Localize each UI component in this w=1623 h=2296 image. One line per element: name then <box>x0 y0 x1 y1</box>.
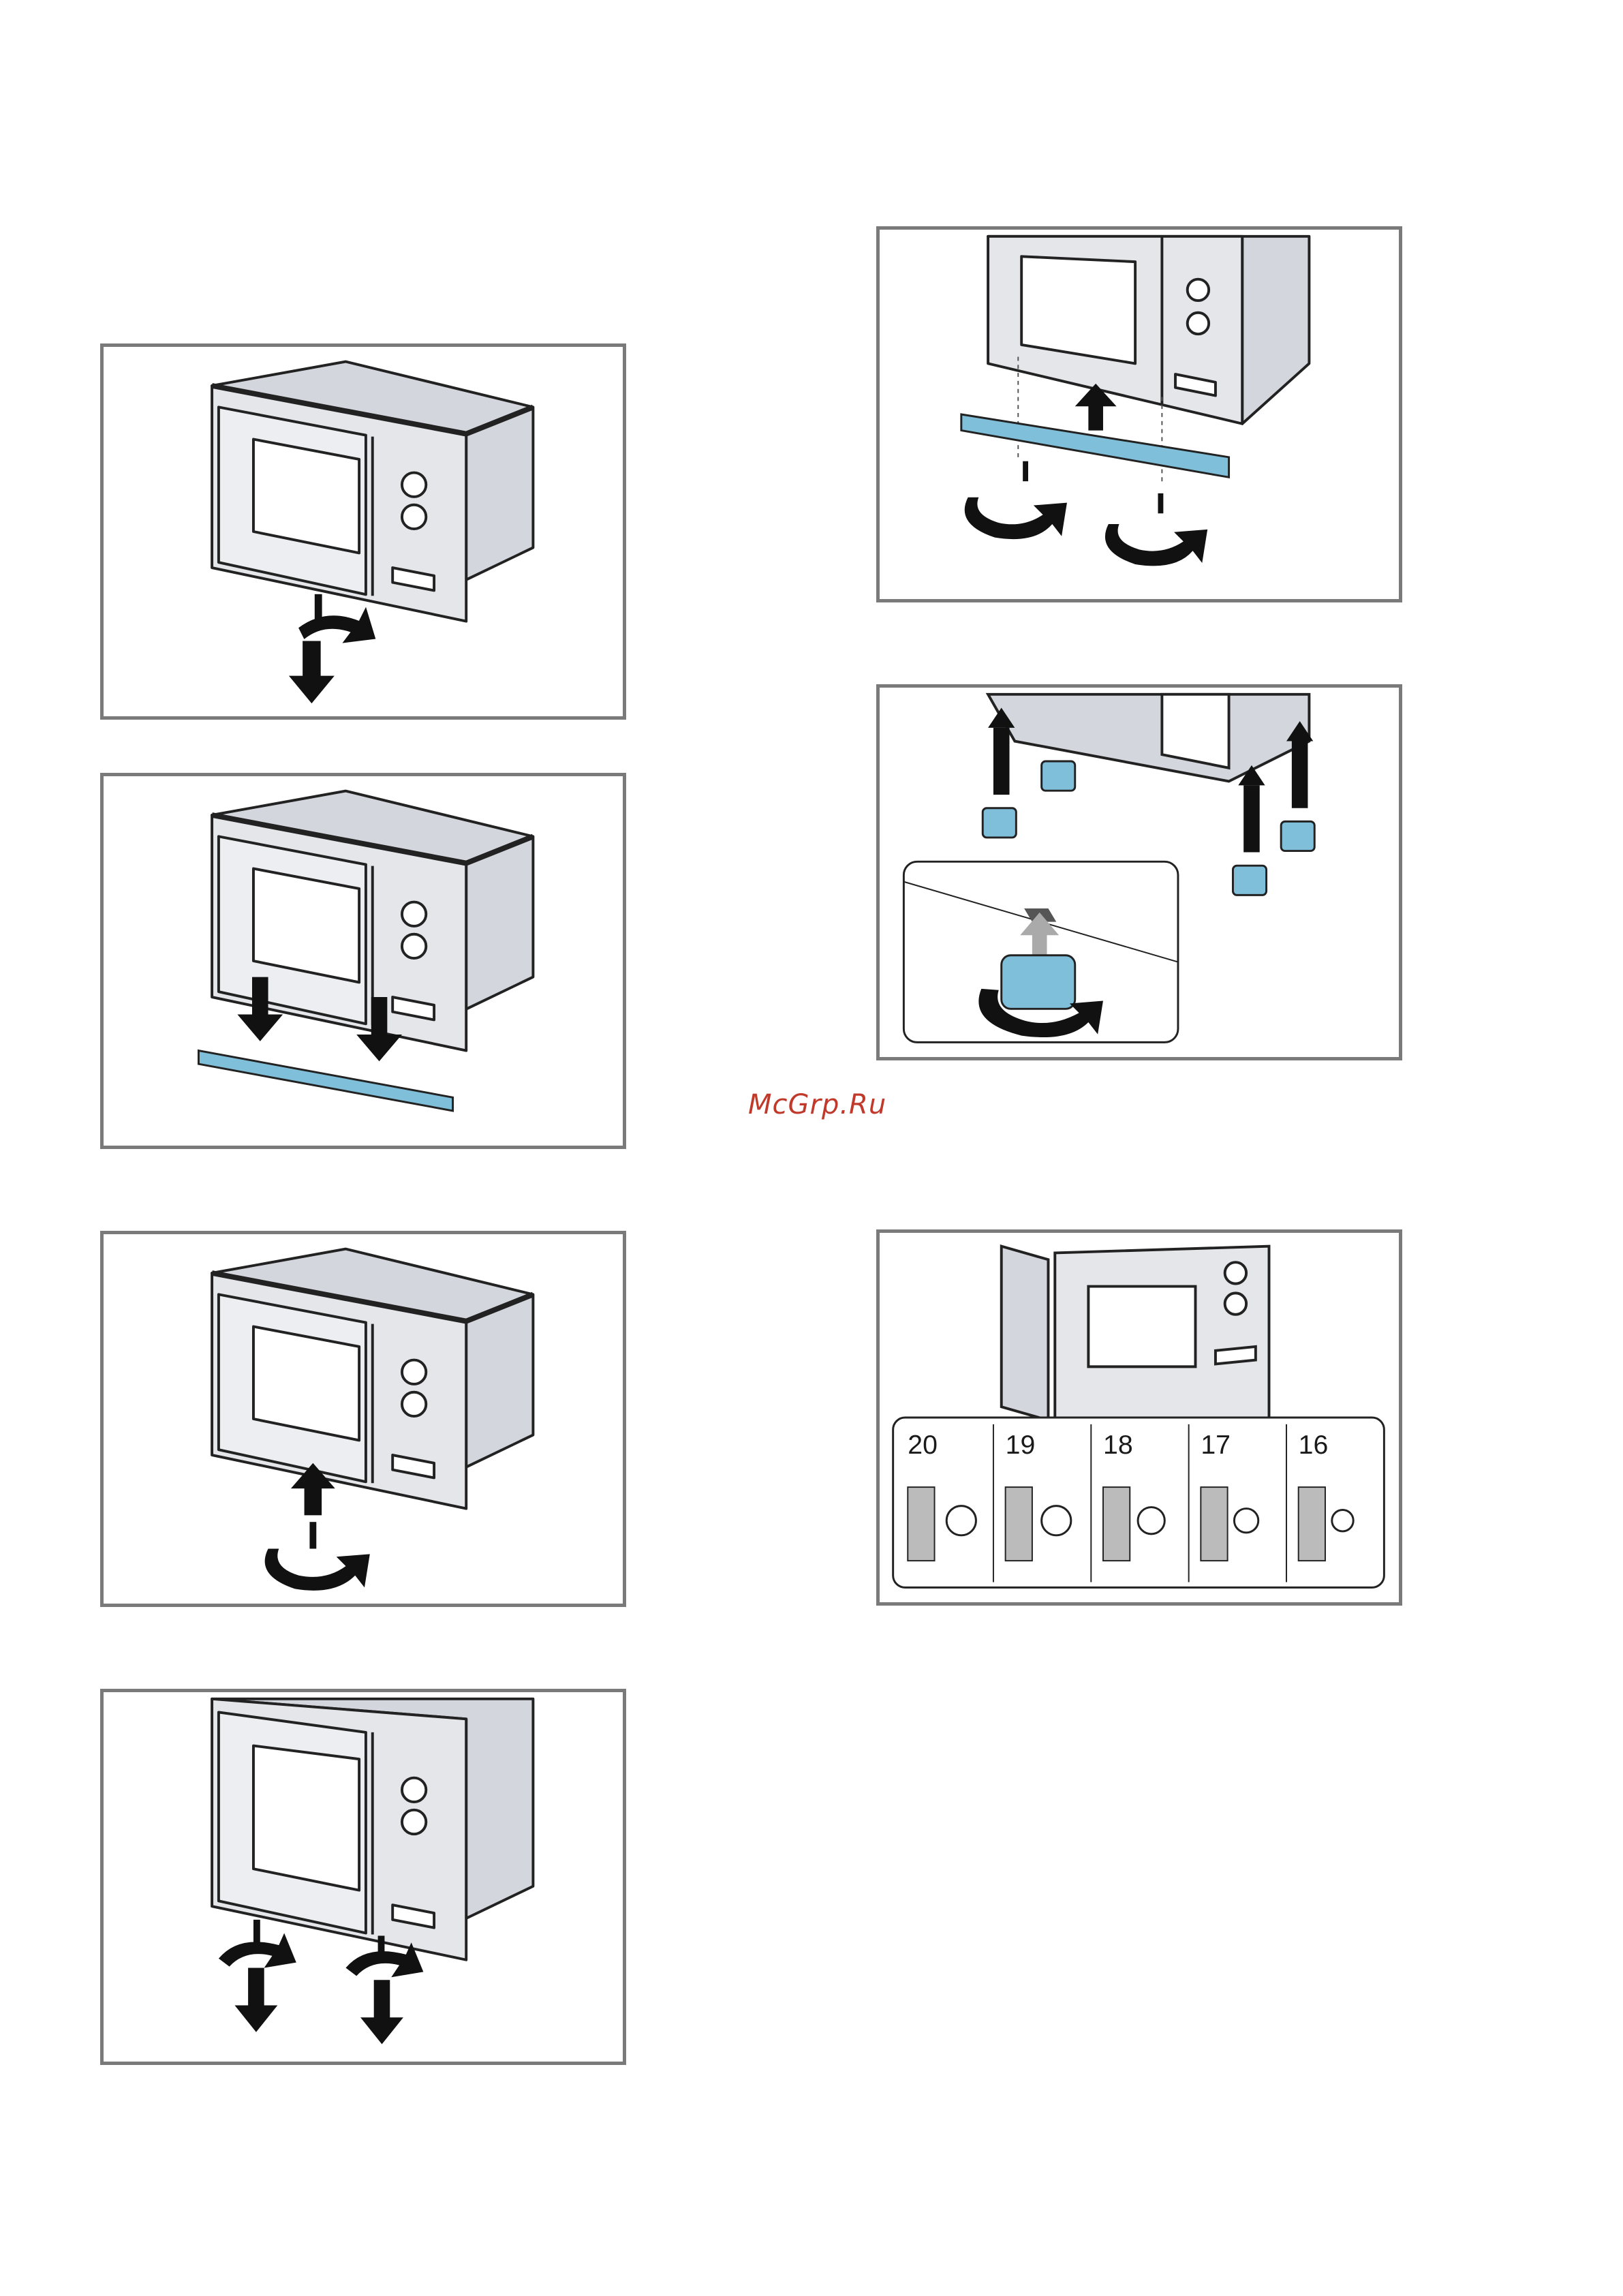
spacer-size-19: 19 <box>1006 1430 1036 1460</box>
microwave-two-screws-drawing <box>104 1692 623 2062</box>
illustration-remove-two-screws <box>100 1689 626 2065</box>
spacer-size-20: 20 <box>908 1430 938 1460</box>
illustration-attach-rail <box>876 226 1402 602</box>
spacer-size-16: 16 <box>1299 1430 1329 1460</box>
illustration-remove-screw <box>100 343 626 720</box>
spacer-size-17: 17 <box>1201 1430 1231 1460</box>
spacer-size-drawing: 20 19 18 17 16 <box>880 1233 1399 1602</box>
spacer-size-18: 18 <box>1103 1430 1133 1460</box>
illustration-attach-feet <box>876 684 1402 1060</box>
microwave-screw-drawing <box>104 1234 623 1604</box>
rail-part <box>198 1051 452 1111</box>
microwave-rail-drawing <box>104 776 623 1146</box>
microwave-drawing <box>104 347 623 716</box>
illustration-spacer-sizes: 20 19 18 17 16 <box>876 1229 1402 1606</box>
microwave-attach-rail-drawing <box>880 230 1399 599</box>
microwave-feet-drawing <box>880 688 1399 1057</box>
illustration-insert-screw <box>100 1231 626 1607</box>
illustration-remove-rail <box>100 773 626 1149</box>
watermark: McGrp.Ru <box>748 1089 886 1120</box>
